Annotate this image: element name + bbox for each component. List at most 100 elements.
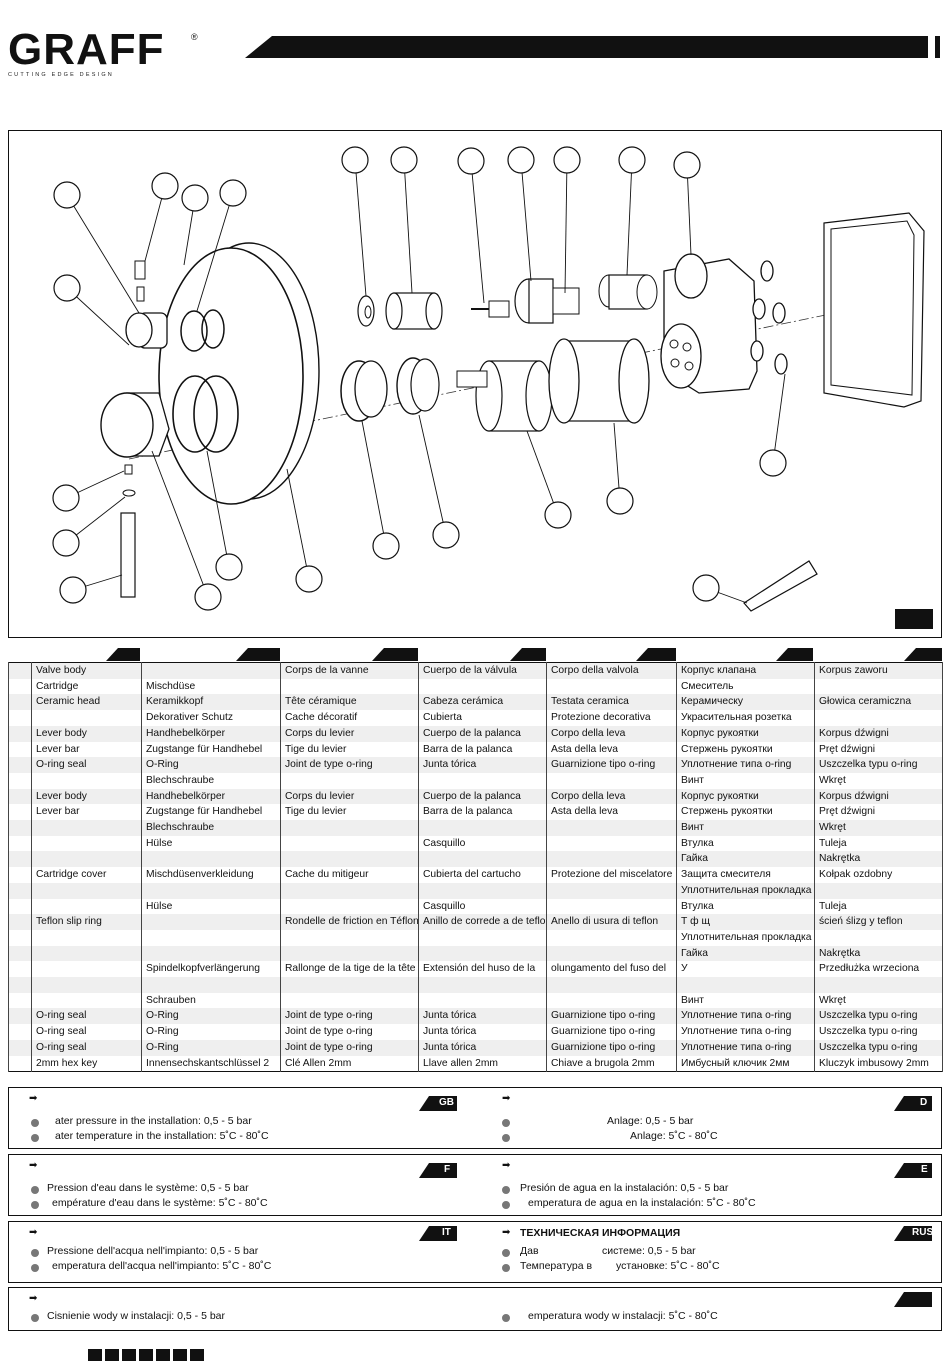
o-rings-right (750, 260, 788, 375)
lang-tag-pl (894, 1292, 932, 1307)
tech-line: Anlage: 5˚C - 80˚C (630, 1130, 718, 1142)
lang-tag-label: F (444, 1164, 451, 1175)
cell-es: Casquillo (418, 898, 547, 915)
cell-de: Mischdüse (141, 678, 281, 695)
cell-pl: Nakrętka (814, 945, 943, 962)
exploded-diagram (8, 130, 942, 638)
lang-tag-label: GB (439, 1097, 454, 1108)
cell-es: Anillo de correde a de teflon (418, 914, 547, 930)
cell-it (546, 772, 677, 789)
row-number-cell (8, 678, 32, 695)
arrow-icon: ➡ (29, 1293, 38, 1304)
cell-pl: Pręt dźwigni (814, 741, 943, 758)
tech-line: emperatura de agua en la instalación: 5˚… (528, 1197, 756, 1209)
cell-es: Junta tórica (418, 1039, 547, 1056)
cell-ru: Уплотнительная прокладка (676, 882, 815, 899)
row-number-cell (8, 788, 32, 805)
cell-pl: Pręt dźwigni (814, 804, 943, 821)
tech-line: ater temperature in the installation: 5˚… (55, 1130, 269, 1142)
cell-ru: Уплотнение типа o-ring (676, 757, 815, 773)
lang-tag-e (894, 1163, 932, 1178)
cell-fr: Corps du levier (280, 788, 419, 805)
row-number-cell (8, 945, 32, 962)
cell-ru: Уплотнительная прокладка (676, 929, 815, 946)
cell-fr (280, 820, 419, 836)
cell-en: O-ring seal (31, 1039, 142, 1056)
cell-fr: Tige du levier (280, 741, 419, 758)
cell-de: Innensechskantschlüssel 2 (141, 1055, 281, 1072)
page-header: GRAFF ® CUTTING EDGE DESIGN (0, 0, 950, 110)
cell-ru: Т ф щ (676, 914, 815, 930)
cartridge-cover-parts (340, 292, 443, 422)
lang-tag-d (894, 1096, 932, 1111)
cell-en: O-ring seal (31, 757, 142, 773)
cell-ru: Керамическу (676, 694, 815, 711)
row-number-cell (8, 929, 32, 946)
cell-en: O-ring seal (31, 1024, 142, 1040)
cell-it: Guarnizione tipo o-ring (546, 1024, 677, 1040)
cell-fr: Tête céramique (280, 694, 419, 711)
cell-en: 2mm hex key (31, 1055, 142, 1072)
tech-block-f: ➡ F Pression d'eau dans le système: 0,5 … (9, 1155, 476, 1215)
cell-ru: Корпус клапана (676, 662, 815, 679)
cell-it (546, 820, 677, 836)
row-number-cell (8, 851, 32, 868)
cell-pl: Uszczelka typu o-ring (814, 1008, 943, 1025)
cell-en: Lever body (31, 788, 142, 805)
cell-pl: Uszczelka typu o-ring (814, 757, 943, 773)
installation-box (823, 212, 925, 408)
tech-line: empérature d'eau dans le système: 5˚C - … (52, 1197, 268, 1209)
tech-line: установке: 5˚C - 80˚C (616, 1260, 720, 1272)
row-number-cell (8, 867, 32, 883)
cell-it (546, 992, 677, 1009)
cell-ru: У (676, 961, 815, 978)
tech-line: Anlage: 0,5 - 5 bar (607, 1115, 694, 1127)
cell-pl: Korpus dźwigni (814, 788, 943, 805)
arrow-icon: ➡ (29, 1227, 38, 1238)
lang-tag-rus (894, 1226, 932, 1241)
tech-block-it: ➡ IT Pressione dell'acqua nell'impianto:… (9, 1222, 476, 1282)
cell-it: Guarnizione tipo o-ring (546, 1008, 677, 1025)
logo-wordmark: GRAFF (8, 25, 165, 74)
tech-line: Pression d'eau dans le système: 0,5 - 5 … (47, 1182, 249, 1194)
cell-it: Protezione del miscelatore (546, 867, 677, 883)
cell-es: Junta tórica (418, 757, 547, 773)
cell-it (546, 835, 677, 852)
lang-tag-label: E (921, 1164, 928, 1175)
cell-es: Llave allen 2mm (418, 1055, 547, 1072)
cell-de: O-Ring (141, 1039, 281, 1056)
cell-es: Junta tórica (418, 1024, 547, 1040)
cell-ru: Стержень рукоятки (676, 741, 815, 758)
cell-pl: Kołpak ozdobny (814, 867, 943, 883)
tech-block-pl-right: emperatura wody w instalacji: 5˚C - 80˚C (476, 1288, 943, 1330)
cell-it: Corpo della leva (546, 725, 677, 742)
cell-fr (280, 898, 419, 915)
lang-tag-gb (419, 1096, 457, 1111)
cell-es (418, 977, 547, 993)
cell-es: Cabeza cerámica (418, 694, 547, 711)
bullet-icon (502, 1119, 510, 1127)
cell-de: Mischdüsenverkleidung (141, 867, 281, 883)
cartridge-body (456, 338, 650, 432)
row-number-cell (8, 992, 32, 1009)
cell-en: Teflon slip ring (31, 914, 142, 930)
cell-it: Protezione decorativa (546, 710, 677, 726)
cartridge-parts (471, 274, 658, 324)
cell-de (141, 945, 281, 962)
cell-pl: Wkręt (814, 992, 943, 1009)
cell-es: Barra de la palanca (418, 741, 547, 758)
bullet-icon (31, 1249, 39, 1257)
